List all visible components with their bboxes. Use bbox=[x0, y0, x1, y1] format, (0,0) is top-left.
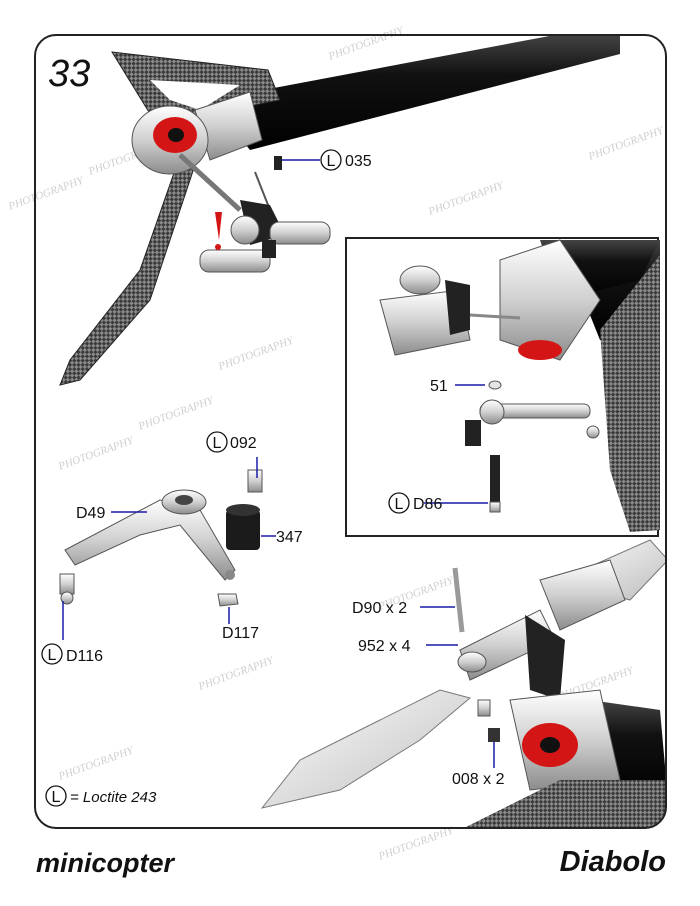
callout-d116: D116 bbox=[66, 648, 103, 665]
loctite-symbol: L bbox=[52, 789, 61, 806]
callout-d86: D86 bbox=[413, 496, 442, 513]
loctite-symbol: L bbox=[48, 647, 57, 664]
svg-text:PHOTOGRAPHY: PHOTOGRAPHY bbox=[376, 824, 457, 863]
svg-text:PHOTOGRAPHY: PHOTOGRAPHY bbox=[216, 334, 297, 373]
loctite-markers: L L L L bbox=[41, 149, 410, 665]
tail-hub-lower bbox=[452, 559, 626, 742]
svg-text:PHOTOGRAPHY: PHOTOGRAPHY bbox=[56, 434, 137, 473]
callout-d117: D117 bbox=[222, 625, 259, 642]
callout-035: 035 bbox=[345, 153, 372, 170]
svg-text:PHOTOGRAPHY: PHOTOGRAPHY bbox=[6, 174, 87, 213]
footer-brand-left: minicopter bbox=[36, 848, 175, 878]
callout-952: 952 x 4 bbox=[358, 638, 411, 655]
loctite-symbol: L bbox=[327, 153, 336, 170]
loctite-symbol: L bbox=[213, 435, 222, 452]
callout-d90: D90 x 2 bbox=[352, 600, 407, 617]
callout-d49: D49 bbox=[76, 505, 105, 522]
callout-008: 008 x 2 bbox=[452, 771, 505, 788]
svg-text:PHOTOGRAPHY: PHOTOGRAPHY bbox=[136, 394, 217, 433]
callout-labels: 035 092 D49 347 D116 D117 51 D86 D90 x 2… bbox=[66, 153, 505, 788]
svg-text:PHOTOGRAPHY: PHOTOGRAPHY bbox=[196, 654, 277, 693]
page-frame bbox=[34, 34, 667, 829]
svg-text:PHOTOGRAPHY: PHOTOGRAPHY bbox=[586, 124, 667, 163]
callout-092: 092 bbox=[230, 435, 257, 452]
callout-51: 51 bbox=[430, 378, 448, 395]
pitch-arm-exploded bbox=[59, 469, 263, 607]
loctite-legend: L = Loctite 243 bbox=[45, 785, 157, 807]
callout-leaders bbox=[62, 159, 495, 768]
detail-inset bbox=[345, 237, 660, 537]
tail-gearbox-lower bbox=[460, 689, 666, 828]
tail-gearbox bbox=[131, 91, 263, 175]
legend-text: = Loctite 243 bbox=[70, 789, 157, 806]
svg-text:PHOTOGRAPHY: PHOTOGRAPHY bbox=[326, 24, 407, 63]
loctite-symbol: L bbox=[395, 496, 404, 513]
step-number: 33 bbox=[48, 53, 90, 95]
callout-347: 347 bbox=[276, 529, 303, 546]
footer-brand-right: Diabolo bbox=[559, 846, 666, 878]
svg-text:PHOTOGRAPHY: PHOTOGRAPHY bbox=[56, 744, 137, 783]
tail-hub-assembly bbox=[178, 153, 331, 273]
tail-boom-tube bbox=[210, 35, 620, 150]
svg-text:PHOTOGRAPHY: PHOTOGRAPHY bbox=[426, 179, 507, 218]
